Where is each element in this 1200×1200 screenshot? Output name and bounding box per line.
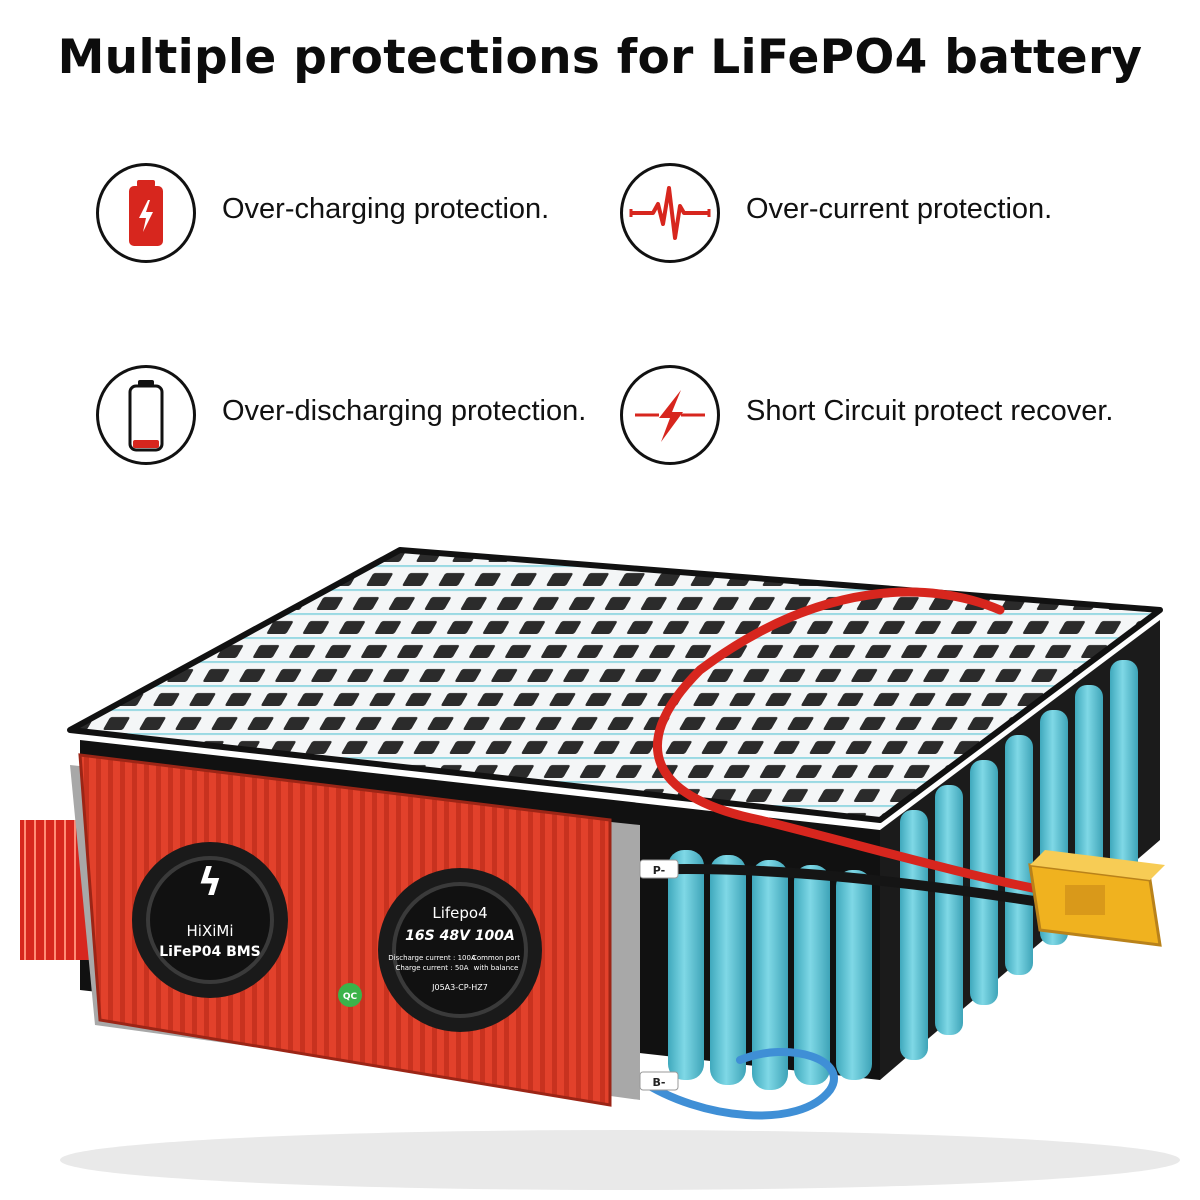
xt-connector — [1028, 850, 1165, 947]
lightning-bolt-icon — [620, 365, 720, 465]
battery-low-icon — [96, 365, 196, 465]
svg-text:P-: P- — [653, 864, 665, 877]
svg-text:Discharge current : 100A: Discharge current : 100A — [388, 954, 476, 962]
svg-text:HiXiMi: HiXiMi — [187, 922, 234, 940]
page-headline: Multiple protections for LiFePO4 battery — [57, 30, 1143, 85]
cell-row-front — [668, 850, 872, 1090]
feature-label: Short Circuit protect recover. — [746, 395, 1114, 427]
battery-charging-icon — [96, 163, 196, 263]
svg-text:B-: B- — [653, 1076, 666, 1089]
bms-board: ϟ HiXiMi LiFeP04 BMS Lifepo4 16S 48V 100… — [70, 753, 640, 1107]
svg-text:ϟ: ϟ — [197, 860, 222, 904]
battery-pack-illustration: ϟ HiXiMi LiFeP04 BMS Lifepo4 16S 48V 100… — [0, 520, 1200, 1200]
svg-text:16S 48V 100A: 16S 48V 100A — [405, 928, 515, 944]
svg-text:LiFeP04 BMS: LiFeP04 BMS — [159, 944, 261, 960]
svg-text:with balance: with balance — [474, 964, 519, 972]
feature-label: Over-current protection. — [746, 193, 1053, 225]
svg-text:Common port: Common port — [472, 954, 520, 962]
svg-text:Charge current : 50A: Charge current : 50A — [395, 964, 468, 972]
svg-text:QC: QC — [343, 992, 358, 1002]
battery-pack-drawing: ϟ HiXiMi LiFeP04 BMS Lifepo4 16S 48V 100… — [20, 547, 1180, 1190]
svg-text:Lifepo4: Lifepo4 — [432, 904, 487, 922]
heartbeat-pulse-icon — [620, 163, 720, 263]
feature-label: Over-discharging protection. — [222, 395, 587, 427]
feature-label: Over-charging protection. — [222, 193, 550, 225]
svg-text:J05A3-CP-HZ7: J05A3-CP-HZ7 — [431, 983, 488, 992]
